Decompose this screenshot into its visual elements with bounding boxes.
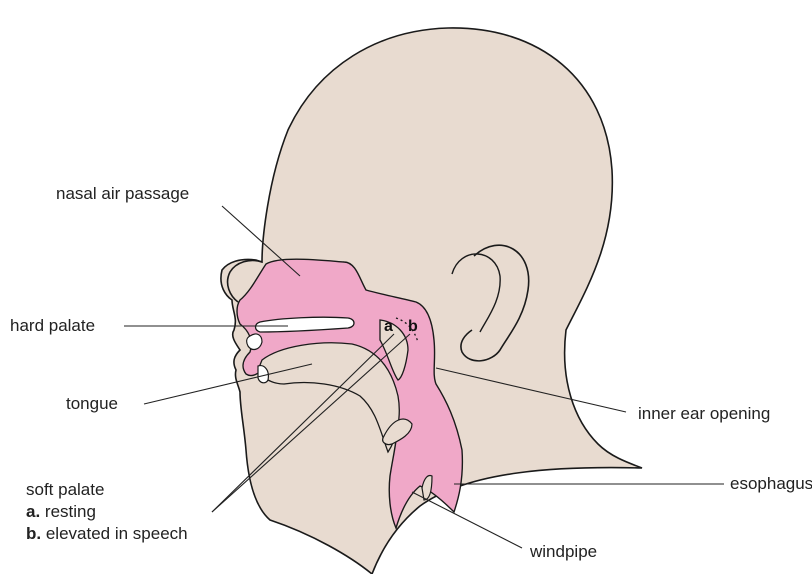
label-elevated-line: b. elevated in speech: [26, 524, 188, 544]
upper-teeth: [247, 334, 262, 349]
label-tongue: tongue: [66, 394, 118, 414]
marker-b: b.: [26, 524, 41, 543]
label-resting: resting: [45, 502, 96, 521]
label-elevated: elevated in speech: [46, 524, 188, 543]
label-soft-palate: soft palate: [26, 480, 104, 500]
label-resting-line: a. resting: [26, 502, 96, 522]
leader-windpipe: [412, 492, 522, 548]
label-inner-ear-opening: inner ear opening: [638, 404, 770, 424]
label-windpipe: windpipe: [530, 542, 597, 562]
point-b-label: b: [408, 318, 418, 336]
label-hard-palate: hard palate: [10, 316, 95, 336]
label-nasal-air-passage: nasal air passage: [56, 184, 189, 204]
marker-a: a.: [26, 502, 40, 521]
label-esophagus: esophagus: [730, 474, 812, 494]
point-a-label: a: [384, 318, 393, 336]
